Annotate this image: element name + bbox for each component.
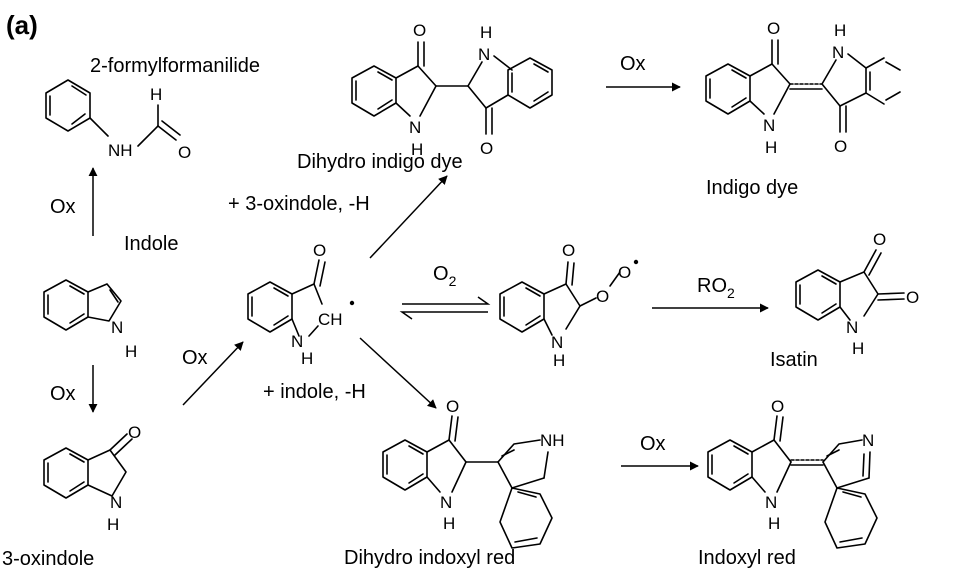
structure-indole: Indole N H [43, 233, 179, 361]
atom-n-ir-1: N [765, 493, 777, 512]
label-dihydro-indoxyl-red: Dihydro indoxyl red [344, 547, 515, 569]
atom-o-peroxy-ketone: O [562, 241, 575, 260]
atom-h: H [150, 85, 162, 104]
atom-n-dir-1: N [440, 493, 452, 512]
atom-h-dhi-2: H [480, 23, 492, 42]
atom-o-isatin-1: O [873, 230, 886, 249]
label-indoxyl-red: Indoxyl red [698, 547, 796, 569]
label-formylformanilide: 2-formylformanilide [90, 55, 260, 77]
structure-dihydro-indoxyl-red: O N H NH Dihydro indoxyl red [344, 397, 565, 569]
atom-h-peroxy: H [553, 351, 565, 370]
atom-h-dir-1: H [443, 514, 455, 533]
structure-formylformanilide: 2-formylformanilide NH H O [45, 55, 260, 162]
atom-o-ir: O [771, 397, 784, 416]
radical-dot [349, 300, 355, 306]
atom-h-ir-1: H [768, 514, 780, 533]
atom-o-peroxy-2: O [618, 263, 631, 282]
atom-o: O [178, 143, 191, 162]
atom-n-peroxy: N [551, 333, 563, 352]
reagent-ox-up: Ox [50, 196, 76, 218]
atom-n-dhi-2: N [478, 45, 490, 64]
atom-o-indigo-2: O [834, 137, 847, 156]
atom-nh: NH [108, 141, 133, 160]
structure-indoxyl-red: O N H N Indoxyl red [698, 397, 878, 569]
structure-indigo: O N H O N H Indigo dye [705, 19, 901, 199]
atom-h-indigo-1: H [765, 138, 777, 157]
structure-oxindole: O N H 3-oxindole [2, 423, 141, 570]
atom-h-radical: H [301, 349, 313, 368]
atom-o-dir: O [446, 397, 459, 416]
atom-n-ir-2: N [862, 431, 874, 450]
atom-o-dhi-1: O [413, 21, 426, 40]
atom-n-isatin: N [846, 318, 858, 337]
structure-isatin: O O N H Isatin [770, 230, 919, 371]
atom-o-dhi-2: O [480, 139, 493, 158]
atom-n-indigo-2: N [832, 43, 844, 62]
label-indigo: Indigo dye [706, 177, 798, 199]
label-oxindole: 3-oxindole [2, 548, 94, 570]
peroxy-radical-dot [633, 259, 639, 265]
reagent-plus-oxindole: + 3-oxindole, -H [228, 193, 370, 215]
atom-n-radical: N [291, 332, 303, 351]
atom-n-oxindole: N [110, 493, 122, 512]
reagent-plus-indole: + indole, -H [263, 381, 366, 403]
structure-peroxy: O O O N H [499, 241, 639, 370]
atom-h-dhi-1: H [411, 140, 423, 159]
atom-n-indigo-1: N [763, 116, 775, 135]
atom-o-isatin-2: O [906, 288, 919, 307]
equilibrium-arrows [399, 296, 491, 320]
label-dihydro-indigo: Dihydro indigo dye [297, 151, 463, 173]
reagent-ox-indoxyl: Ox [640, 433, 666, 455]
atom-h-indole: H [125, 342, 137, 361]
atom-h-oxindole: H [107, 515, 119, 534]
structure-radical: O CH N H [247, 241, 355, 368]
reagent-ox-indigo: Ox [620, 53, 646, 75]
label-isatin: Isatin [770, 349, 818, 371]
atom-h-isatin: H [852, 339, 864, 358]
atom-nh-dir: NH [540, 431, 565, 450]
arrow-to-dihydro-indoxyl-red [359, 337, 437, 409]
atom-nh-indole: N [111, 318, 123, 337]
atom-o-oxindole: O [128, 423, 141, 442]
reagent-o2: O2 [433, 263, 457, 289]
arrow-to-dihydro-indigo [369, 175, 448, 259]
atom-o-indigo-1: O [767, 19, 780, 38]
atom-h-indigo-2: H [834, 21, 846, 40]
reagent-ox-diag: Ox [182, 347, 208, 369]
label-indole: Indole [124, 233, 179, 255]
atom-o-peroxy-1: O [596, 287, 609, 306]
atom-ch-radical: CH [318, 310, 343, 329]
reagent-ox-down: Ox [50, 383, 76, 405]
atom-n-dhi-1: N [409, 118, 421, 137]
structure-dihydro-indigo: O N H O N H Dihydro indigo dye [297, 21, 553, 173]
atom-o-radical: O [313, 241, 326, 260]
panel-label: (a) [6, 10, 38, 40]
reagent-ro2: RO2 [697, 275, 735, 301]
arrow-oxindole-to-radical [182, 341, 244, 406]
